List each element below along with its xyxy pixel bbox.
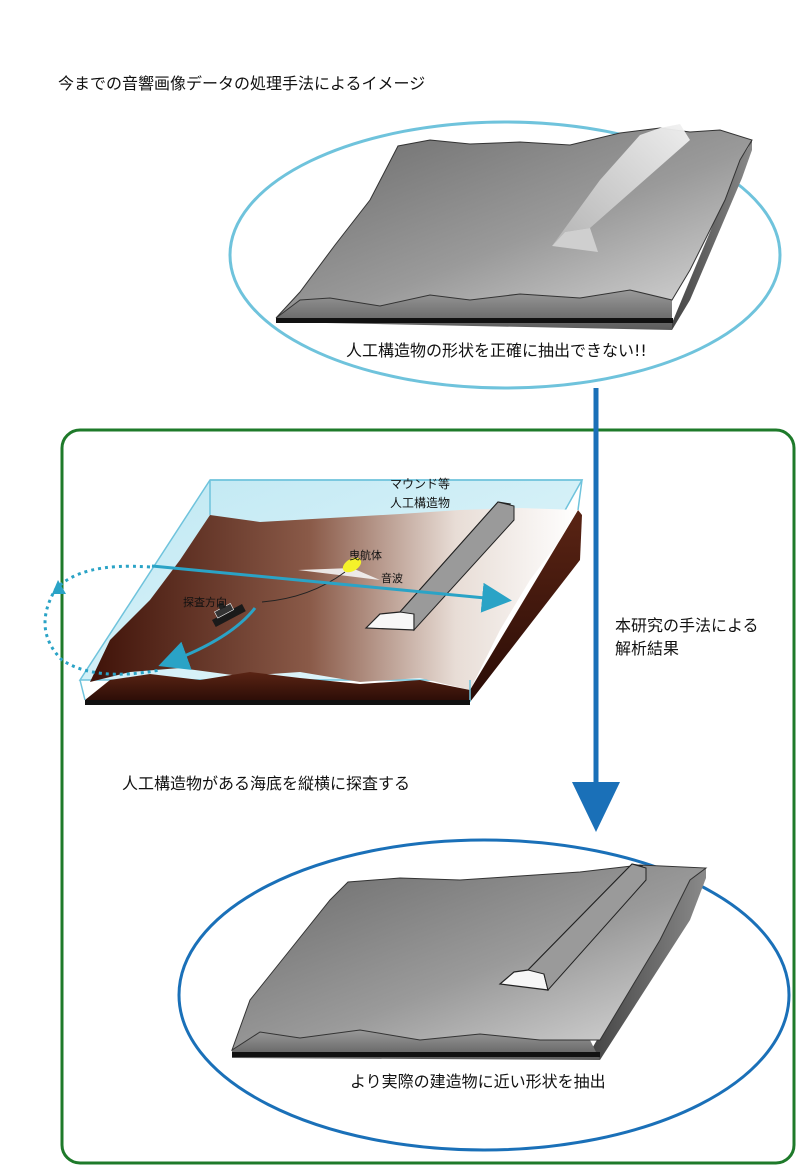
survey-ship: [211, 601, 246, 628]
bottom-ellipse: [177, 838, 791, 1152]
method-label-line-2: 解析結果: [615, 639, 679, 658]
survey-path-diagonal: [158, 607, 257, 670]
label-mound-line-2: 人工構造物: [390, 496, 450, 510]
label-sound-wave: 音波: [381, 571, 403, 585]
sonar-beam: [298, 568, 380, 580]
main-arrow: [572, 388, 620, 832]
bottom-result-text: より実際の建造物に近い形状を抽出: [350, 1072, 606, 1091]
label-survey-direction: 探査方向: [183, 595, 227, 609]
top-ellipse: [228, 120, 782, 390]
survey-path-horizontal: [151, 564, 512, 613]
top-caption: 今までの音響画像データの処理手法によるイメージ: [58, 74, 425, 93]
bottom-seabed-block: [231, 863, 708, 1060]
tow-cable: [261, 571, 346, 603]
towed-body: [342, 557, 362, 573]
top-seabed-block: [275, 124, 753, 330]
top-result-text: 人工構造物の形状を正確に抽出できない!!: [346, 341, 647, 360]
survey-seabed-block: [78, 479, 584, 705]
proposed-method-frame: [60, 428, 796, 1165]
label-mound-line-1: マウンド等: [390, 477, 450, 491]
return-loop-arrow-icon: [52, 580, 66, 594]
survey-path-return-loop: [43, 564, 161, 676]
method-label-line-1: 本研究の手法による: [615, 616, 759, 635]
label-towed-body: 曳航体: [349, 548, 382, 562]
survey-caption: 人工構造物がある海底を縦横に探査する: [122, 774, 410, 793]
